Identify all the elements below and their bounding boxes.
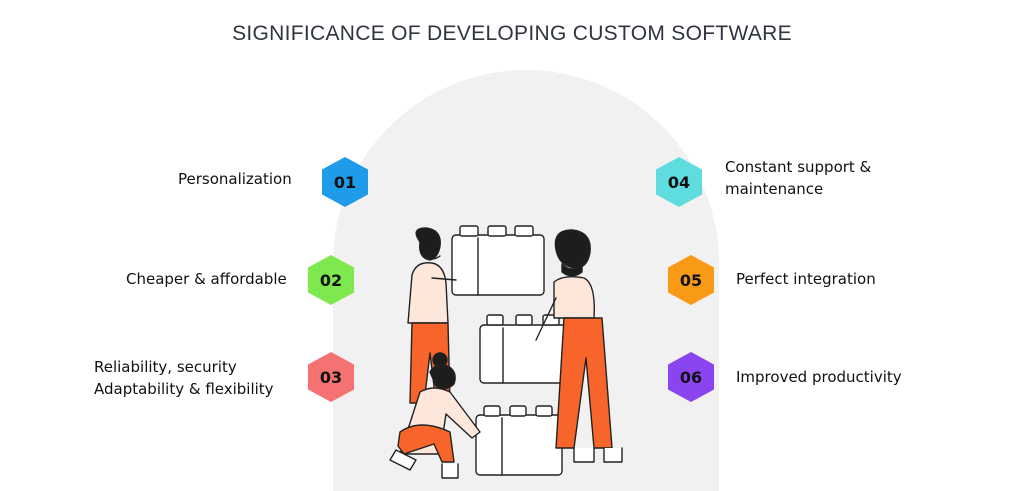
item-04-label: Constant support & maintenance [725, 156, 871, 200]
badge-01-number: 01 [333, 172, 357, 192]
badge-02: 02 [308, 255, 354, 305]
badge-06: 06 [668, 352, 714, 402]
block-top [451, 225, 545, 296]
block-middle [479, 314, 569, 384]
badge-06-number: 06 [679, 367, 703, 387]
item-06-text: Improved productivity [736, 368, 902, 386]
item-06-label: Improved productivity [736, 366, 902, 388]
badge-04: 04 [656, 157, 702, 207]
person-kneeling [389, 352, 481, 479]
item-03-line1: Reliability, security [94, 358, 237, 376]
badge-03: 03 [308, 352, 354, 402]
badge-05: 05 [668, 255, 714, 305]
item-05-text: Perfect integration [736, 270, 876, 288]
team-building-blocks-illustration [389, 225, 623, 479]
badge-05-number: 05 [679, 270, 703, 290]
item-02-text: Cheaper & affordable [126, 270, 287, 288]
item-02-label: Cheaper & affordable [126, 268, 287, 290]
person-right-standing [535, 229, 623, 463]
block-bottom [475, 405, 563, 476]
page-title: SIGNIFICANCE OF DEVELOPING CUSTOM SOFTWA… [232, 22, 792, 45]
item-05-label: Perfect integration [736, 268, 876, 290]
item-04-line2: maintenance [725, 180, 824, 198]
badge-02-number: 02 [319, 270, 343, 290]
item-01-label: Personalization [178, 168, 292, 190]
item-01-text: Personalization [178, 170, 292, 188]
item-03-line2: Adaptability & flexibility [94, 380, 274, 398]
item-03-label: Reliability, security Adaptability & fle… [94, 356, 274, 400]
badge-03-number: 03 [319, 367, 343, 387]
badge-04-number: 04 [667, 172, 691, 192]
item-04-line1: Constant support & [725, 158, 872, 176]
